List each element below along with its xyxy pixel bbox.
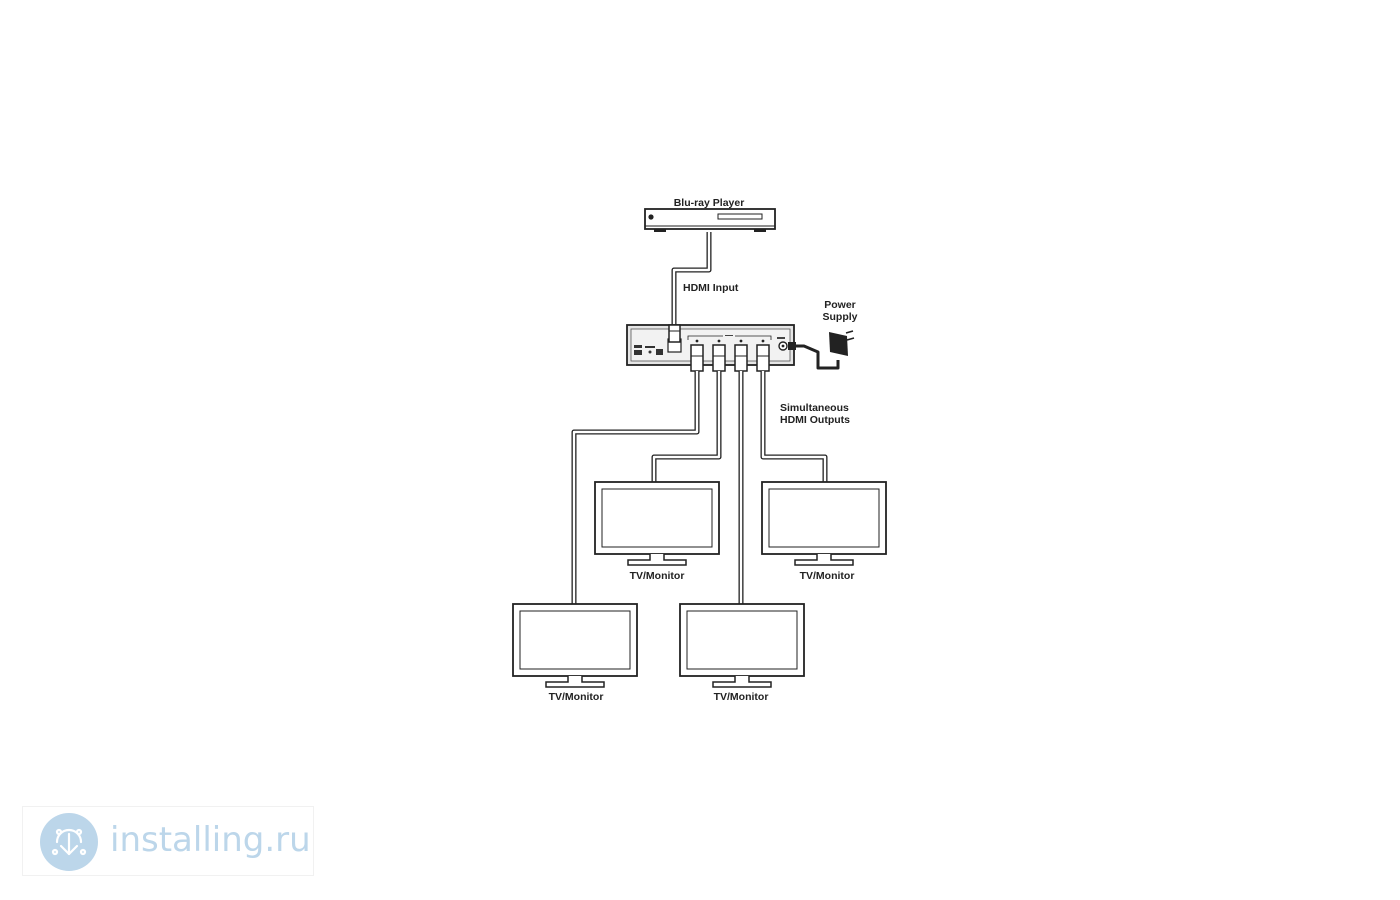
installing-logo-icon <box>40 813 98 871</box>
tv-monitor-bottom-left: TV/Monitor <box>512 603 638 703</box>
installing-watermark-text[interactable]: installing.ru <box>110 820 311 860</box>
tv-monitor-top-right: TV/Monitor <box>761 481 887 582</box>
bluray-label: Blu-ray Player <box>674 197 745 209</box>
output-led-4-icon <box>761 339 765 343</box>
hdmi-output-plug-2-icon <box>712 344 726 372</box>
tv-label-bottom-right: TV/Monitor <box>714 691 769 703</box>
hdmi-output-cables <box>571 371 828 604</box>
tv-label-top-left: TV/Monitor <box>630 570 685 582</box>
outputs-label-line2: HDMI Outputs <box>780 414 850 426</box>
power-label-line2: Supply <box>822 311 857 323</box>
output-led-1-icon <box>695 339 699 343</box>
tv-label-top-right: TV/Monitor <box>800 570 855 582</box>
tv-label-bottom-left: TV/Monitor <box>549 691 604 703</box>
splitter-left-indicators <box>634 345 663 355</box>
bluray-player-device: Blu-ray Player <box>644 197 776 232</box>
hdmi-output-plug-3-icon <box>734 344 748 372</box>
power-adapter-icon <box>829 332 848 356</box>
installing-watermark[interactable]: installing.ru <box>22 806 314 876</box>
bluray-power-button-icon <box>648 214 654 220</box>
tv-monitor-top-left: TV/Monitor <box>594 481 720 582</box>
hdmi-input-plug-icon <box>668 324 681 343</box>
hdmi-output-plug-4-icon <box>756 344 770 372</box>
output-led-3-icon <box>739 339 743 343</box>
hdmi-input-cable <box>671 232 712 326</box>
power-supply-device: Power Supply <box>788 299 858 370</box>
hdmi-output-plug-1-icon <box>690 344 704 372</box>
output-led-2-icon <box>717 339 721 343</box>
tv-monitor-bottom-right: TV/Monitor <box>679 603 805 703</box>
outputs-label-line1: Simultaneous <box>780 402 849 414</box>
power-label-line1: Power <box>824 299 856 311</box>
hdmi-input-label: HDMI Input <box>683 282 739 294</box>
bluray-disc-tray-icon <box>717 213 763 220</box>
hdmi-output-plugs <box>690 344 770 372</box>
